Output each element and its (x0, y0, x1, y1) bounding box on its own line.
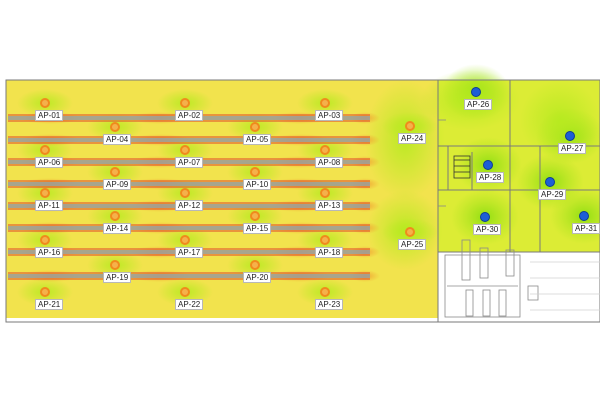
rack-row (8, 182, 370, 186)
access-point-marker[interactable] (180, 287, 190, 297)
access-point-marker[interactable] (250, 122, 260, 132)
access-point-marker[interactable] (180, 235, 190, 245)
access-point-marker[interactable] (320, 145, 330, 155)
access-point-marker[interactable] (471, 87, 481, 97)
access-point-marker[interactable] (110, 260, 120, 270)
access-point-marker[interactable] (579, 211, 589, 221)
access-point-marker[interactable] (405, 121, 415, 131)
access-point-label: AP-13 (315, 200, 344, 211)
access-point-label: AP-22 (175, 299, 204, 310)
access-point-marker[interactable] (250, 167, 260, 177)
access-point-label: AP-24 (398, 133, 427, 144)
access-point-marker[interactable] (40, 188, 50, 198)
access-point-marker[interactable] (545, 177, 555, 187)
rack-row (8, 138, 370, 142)
access-point-label: AP-02 (175, 110, 204, 121)
access-point-label: AP-12 (175, 200, 204, 211)
access-point-marker[interactable] (405, 227, 415, 237)
access-point-marker[interactable] (40, 287, 50, 297)
access-point-label: AP-17 (175, 247, 204, 258)
access-point-label: AP-07 (175, 157, 204, 168)
access-point-label: AP-10 (243, 179, 272, 190)
rack-row (8, 226, 370, 230)
loading-dock-drawing (438, 119, 600, 318)
access-point-label: AP-09 (103, 179, 132, 190)
access-point-label: AP-15 (243, 223, 272, 234)
access-point-label: AP-21 (35, 299, 64, 310)
access-point-label: AP-14 (103, 223, 132, 234)
access-point-label: AP-05 (243, 134, 272, 145)
access-point-label: AP-30 (473, 224, 502, 235)
access-point-marker[interactable] (110, 122, 120, 132)
access-point-marker[interactable] (110, 167, 120, 177)
access-point-label: AP-25 (398, 239, 427, 250)
access-point-label: AP-08 (315, 157, 344, 168)
access-point-label: AP-23 (315, 299, 344, 310)
access-point-label: AP-31 (572, 223, 600, 234)
access-point-label: AP-03 (315, 110, 344, 121)
access-point-label: AP-27 (558, 143, 587, 154)
access-point-marker[interactable] (250, 211, 260, 221)
access-point-label: AP-06 (35, 157, 64, 168)
access-point-label: AP-20 (243, 272, 272, 283)
access-point-marker[interactable] (40, 145, 50, 155)
access-point-marker[interactable] (483, 160, 493, 170)
access-point-marker[interactable] (320, 287, 330, 297)
access-point-marker[interactable] (110, 211, 120, 221)
access-point-label: AP-18 (315, 247, 344, 258)
signal-hotspot (520, 80, 600, 160)
access-point-marker[interactable] (180, 145, 190, 155)
access-point-label: AP-29 (538, 189, 567, 200)
access-point-label: AP-28 (476, 172, 505, 183)
access-point-label: AP-16 (35, 247, 64, 258)
access-point-label: AP-04 (103, 134, 132, 145)
access-point-marker[interactable] (480, 212, 490, 222)
access-point-label: AP-19 (103, 272, 132, 283)
access-point-marker[interactable] (320, 98, 330, 108)
access-point-marker[interactable] (40, 235, 50, 245)
access-point-marker[interactable] (40, 98, 50, 108)
access-point-marker[interactable] (250, 260, 260, 270)
access-point-marker[interactable] (180, 188, 190, 198)
access-point-label: AP-01 (35, 110, 64, 121)
access-point-marker[interactable] (320, 188, 330, 198)
access-point-marker[interactable] (320, 235, 330, 245)
rack-row (8, 274, 370, 278)
access-point-marker[interactable] (180, 98, 190, 108)
access-point-marker[interactable] (565, 131, 575, 141)
access-point-label: AP-26 (464, 99, 493, 110)
access-point-label: AP-11 (35, 200, 63, 211)
